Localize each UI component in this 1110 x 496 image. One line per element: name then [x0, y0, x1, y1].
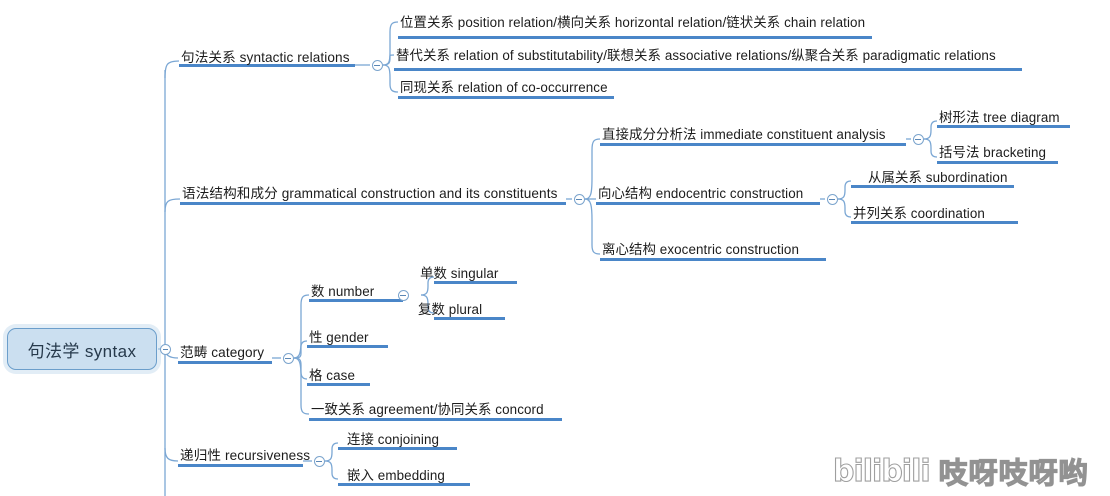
topic-subordination[interactable]: 从属关系 subordination	[868, 170, 1008, 186]
topic-agreement-concord[interactable]: 一致关系 agreement/协同关系 concord	[311, 402, 544, 418]
topic-label: 向心结构 endocentric construction	[598, 186, 804, 201]
topic-singular[interactable]: 单数 singular	[420, 266, 499, 282]
topic-label: 一致关系 agreement/协同关系 concord	[311, 402, 544, 417]
topic-label: 同现关系 relation of co-occurrence	[400, 80, 608, 95]
topic-substitutability-relation[interactable]: 替代关系 relation of substitutability/联想关系 a…	[396, 48, 996, 64]
bilibili-logo: bilibili	[832, 453, 931, 489]
watermark-username: 吱呀吱呀哟	[938, 455, 1089, 490]
topic-endocentric-construction[interactable]: 向心结构 endocentric construction	[598, 186, 803, 202]
collapse-toggle-number[interactable]	[397, 289, 409, 301]
topic-label: 位置关系 position relation/横向关系 horizontal r…	[400, 15, 866, 30]
topic-label: 递归性 recursiveness	[180, 448, 311, 463]
topic-label: 格 case	[309, 368, 355, 383]
topic-exocentric-construction[interactable]: 离心结构 exocentric construction	[602, 242, 799, 258]
collapse-toggle-syntactic-relations[interactable]	[371, 59, 383, 71]
topic-label: 单数 singular	[420, 266, 499, 281]
topic-bracketing[interactable]: 括号法 bracketing	[939, 145, 1046, 161]
topic-label: 范畴 category	[180, 345, 265, 360]
bilibili-watermark: bilibili 吱呀吱呀哟	[832, 450, 1089, 492]
topic-syntactic-relations[interactable]: 句法关系 syntactic relations	[181, 50, 350, 66]
topic-label: 从属关系 subordination	[868, 170, 1008, 185]
topic-ic-analysis[interactable]: 直接成分分析法 immediate constituent analysis	[602, 127, 886, 143]
topic-label: 离心结构 exocentric construction	[602, 242, 800, 257]
topic-label: 树形法 tree diagram	[939, 110, 1060, 125]
topic-co-occurrence-relation[interactable]: 同现关系 relation of co-occurrence	[400, 80, 608, 96]
topic-label: 并列关系 coordination	[853, 206, 985, 221]
collapse-toggle-recursiveness[interactable]	[313, 455, 325, 467]
topic-position-relation[interactable]: 位置关系 position relation/横向关系 horizontal r…	[400, 15, 865, 31]
topic-label: 数 number	[311, 284, 375, 299]
collapse-toggle-endocentric-construction[interactable]	[826, 193, 838, 205]
topic-label: 连接 conjoining	[347, 432, 440, 447]
collapse-toggle-root[interactable]	[160, 343, 171, 355]
topic-label: 句法关系 syntactic relations	[181, 50, 350, 65]
topic-embedding[interactable]: 嵌入 embedding	[347, 468, 445, 484]
topic-label: 语法结构和成分 grammatical construction and its…	[182, 186, 558, 201]
topic-category[interactable]: 范畴 category	[180, 345, 264, 361]
topic-case[interactable]: 格 case	[309, 368, 355, 384]
topic-grammatical-construction[interactable]: 语法结构和成分 grammatical construction and its…	[182, 186, 557, 202]
collapse-toggle-grammatical-construction[interactable]	[573, 193, 585, 205]
topic-label: 括号法 bracketing	[939, 145, 1047, 160]
topic-tree-diagram[interactable]: 树形法 tree diagram	[939, 110, 1060, 126]
topic-label: 复数 plural	[418, 302, 483, 317]
topic-plural[interactable]: 复数 plural	[418, 302, 482, 318]
collapse-toggle-category[interactable]	[282, 352, 294, 364]
collapse-toggle-ic-analysis[interactable]	[912, 133, 924, 145]
topic-label: 替代关系 relation of substitutability/联想关系 a…	[396, 48, 996, 63]
topic-conjoining[interactable]: 连接 conjoining	[347, 432, 439, 448]
topic-number[interactable]: 数 number	[311, 284, 374, 300]
topic-label: 性 gender	[309, 330, 369, 345]
topic-label: 直接成分分析法 immediate constituent analysis	[602, 127, 886, 142]
topic-gender[interactable]: 性 gender	[309, 330, 369, 346]
topic-coordination[interactable]: 并列关系 coordination	[853, 206, 985, 222]
root-label: 句法学 syntax	[27, 341, 137, 361]
root-node[interactable]: 句法学 syntax	[7, 328, 157, 370]
topic-label: 嵌入 embedding	[347, 468, 445, 483]
topic-recursiveness[interactable]: 递归性 recursiveness	[180, 448, 310, 464]
